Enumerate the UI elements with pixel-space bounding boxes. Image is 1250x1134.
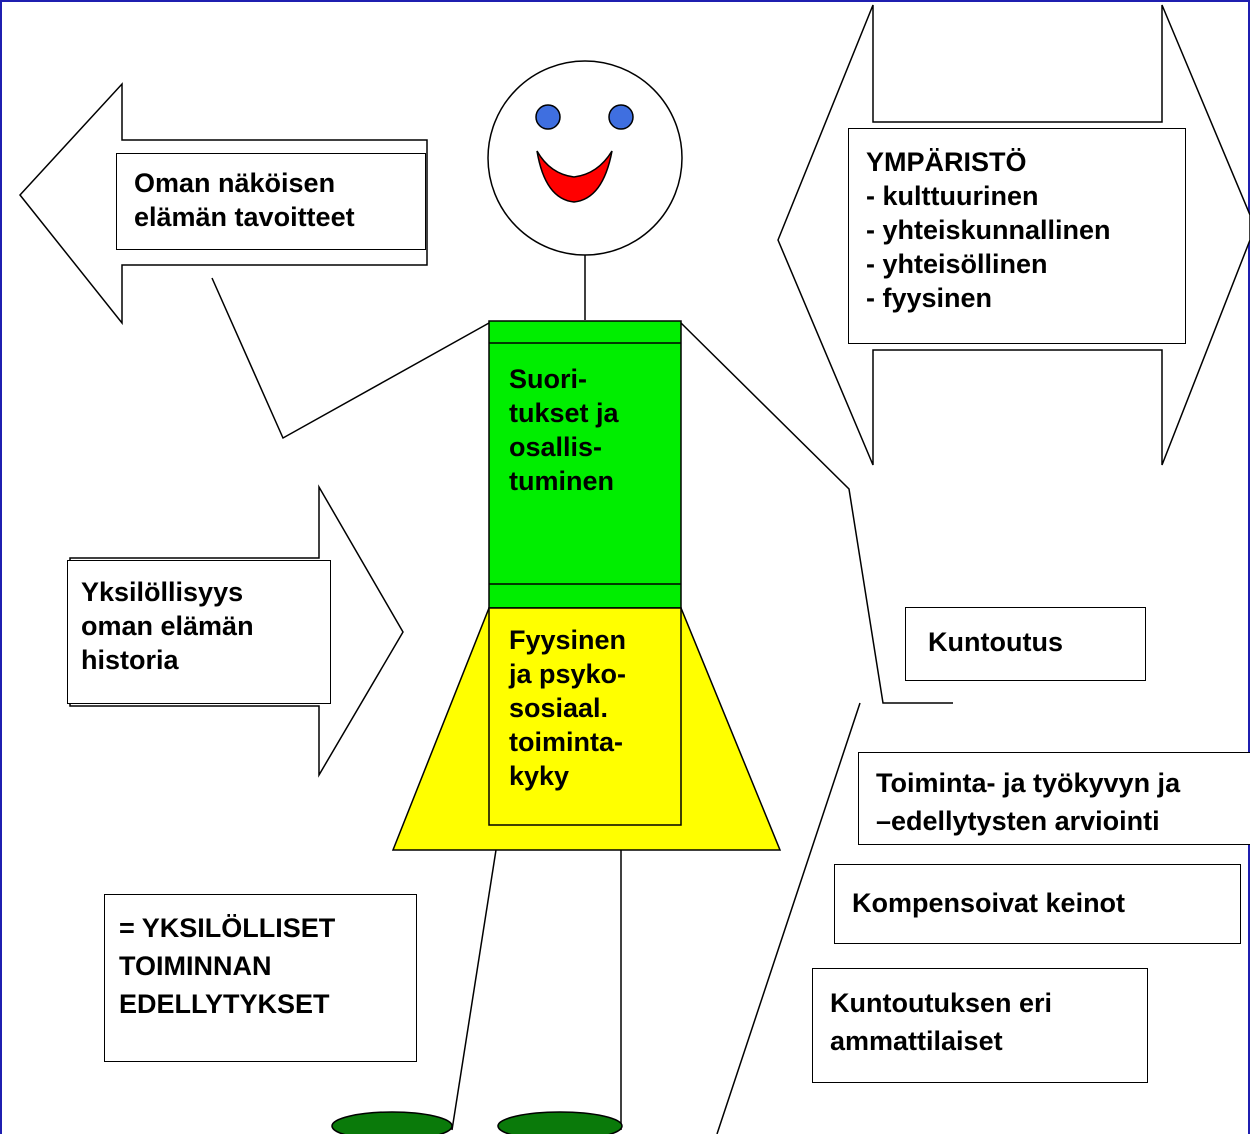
environment-item: - kulttuurinen [866,181,1039,211]
professionals-line: Kuntoutuksen eri [830,988,1053,1018]
professionals-line: ammattilaiset [830,1026,1003,1056]
head [487,60,683,256]
torso-line: osallis- [509,432,603,462]
individuality-line: oman elämän [81,611,254,641]
summary-box: = YKSILÖLLISET TOIMINNAN EDELLYTYKSET [104,894,417,1062]
environment-box: YMPÄRISTÖ - kulttuurinen - yhteiskunnall… [848,128,1186,344]
torso-line: tukset ja [509,398,619,428]
mouth [536,150,613,203]
goals-box: Oman näköisen elämän tavoitteet [116,153,426,250]
right-arm [680,322,953,704]
rehab-box: Kuntoutus [905,607,1146,681]
torso-line: Suori- [509,364,587,394]
summary-line: EDELLYTYKSET [119,989,330,1019]
environment-item: - yhteisöllinen [866,249,1048,279]
individuality-line: Yksilöllisyys [81,577,244,607]
assessment-line: Toiminta- ja työkyvyn ja [876,768,1181,798]
torso [488,320,682,609]
skirt-panel [488,607,682,826]
right-foot [497,1111,623,1134]
goals-line-2: elämän tavoitteet [134,202,355,232]
compensation-box: Kompensoivat keinot [834,864,1241,944]
goals-line-1: Oman näköisen [134,168,336,198]
skirt-line: sosiaal. [509,693,609,723]
pointer-line [716,702,861,1134]
left-eye [535,104,561,130]
assessment-box: Toiminta- ja työkyvyn ja –edellytysten a… [858,752,1250,845]
skirt-line: kyky [509,761,570,791]
summary-line: = YKSILÖLLISET [119,913,336,943]
torso-line: tuminen [509,466,614,496]
skirt-line: ja psyko- [509,659,627,689]
skirt-line: toiminta- [509,727,623,757]
torso-text: Suori- tukset ja osallis- tuminen [509,362,619,498]
assessment-line: –edellytysten arviointi [876,806,1160,836]
summary-line: TOIMINNAN [119,951,272,981]
environment-item: - fyysinen [866,283,993,313]
left-arm [211,277,490,440]
professionals-box: Kuntoutuksen eri ammattilaiset [812,968,1148,1083]
skirt-text: Fyysinen ja psyko- sosiaal. toiminta- ky… [509,623,626,793]
right-eye [608,104,634,130]
individuality-line: historia [81,645,179,675]
skirt-line: Fyysinen [509,625,627,655]
left-foot [331,1111,453,1134]
compensation-label: Kompensoivat keinot [852,888,1126,918]
environment-item: - yhteiskunnallinen [866,215,1111,245]
rehab-label: Kuntoutus [928,627,1063,657]
left-leg [451,849,497,1131]
environment-title: YMPÄRISTÖ [866,147,1027,177]
individuality-box: Yksilöllisyys oman elämän historia [67,560,331,704]
